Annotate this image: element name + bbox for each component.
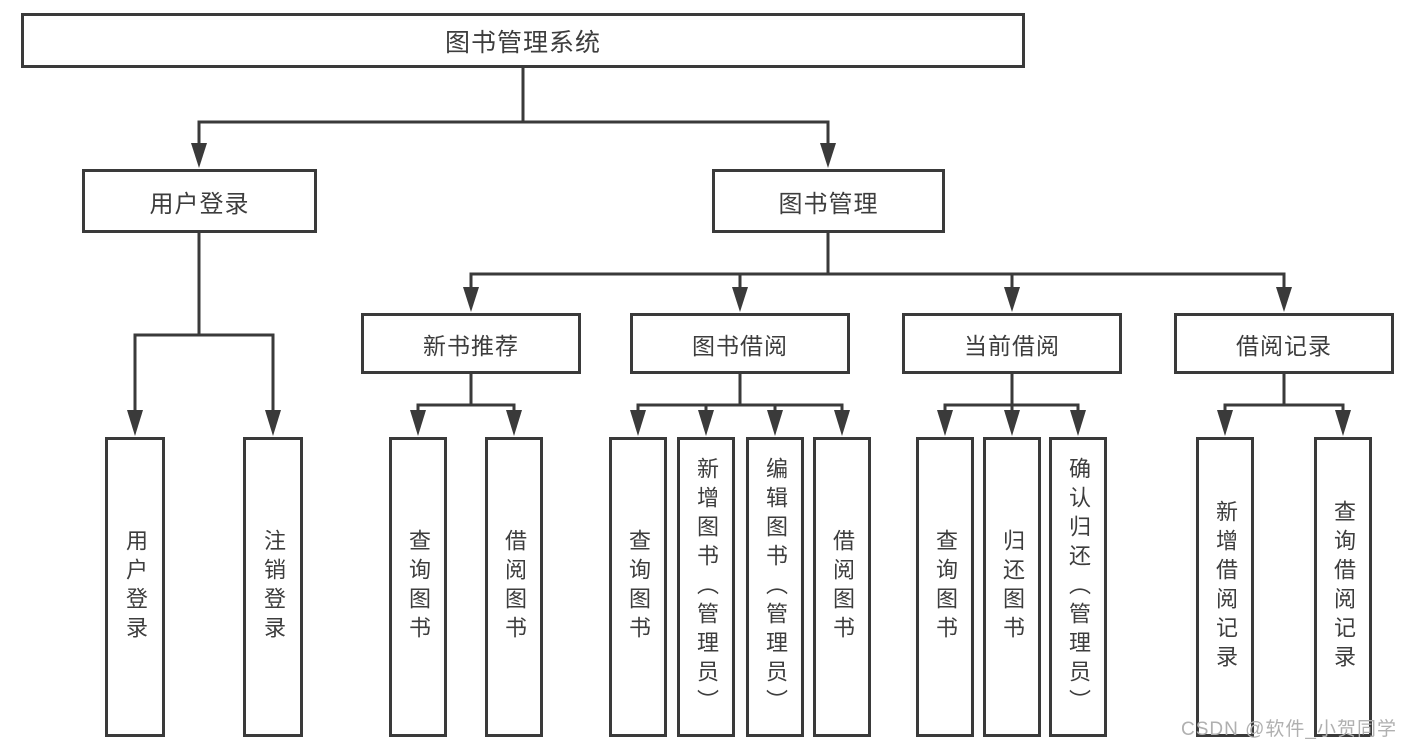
node-label: 图书管理 [778, 190, 879, 218]
node-current-borrow: 当前借阅 [902, 313, 1122, 374]
leaf-confirm-return-admin: 确认归还（管理员） [1049, 437, 1107, 737]
leaf-query-borrow-record: 查询借阅记录 [1314, 437, 1372, 737]
watermark-text: CSDN @软件_小贺同学 [1181, 719, 1397, 740]
leaf-user-login: 用户登录 [105, 437, 165, 737]
node-library-management-system: 图书管理系统 [21, 13, 1025, 68]
node-book-borrow: 图书借阅 [630, 313, 850, 374]
node-label: 查询图书 [406, 529, 431, 645]
node-label: 用户登录 [149, 190, 250, 218]
node-user-login: 用户登录 [82, 169, 317, 233]
leaf-query-books-borrow: 查询图书 [609, 437, 667, 737]
node-label: 新增图书（管理员） [694, 456, 719, 718]
csdn-watermark: CSDN @软件_小贺同学 [1181, 714, 1397, 741]
leaf-add-borrow-record: 新增借阅记录 [1196, 437, 1254, 737]
node-label: 确认归还（管理员） [1066, 456, 1091, 718]
node-label: 编辑图书（管理员） [763, 456, 788, 718]
arrowheads [127, 143, 1351, 436]
node-book-management: 图书管理 [712, 169, 945, 233]
leaf-query-books-current: 查询图书 [916, 437, 974, 737]
node-label: 注销登录 [261, 529, 286, 645]
leaf-query-books-recommend: 查询图书 [389, 437, 447, 737]
leaf-return-book: 归还图书 [983, 437, 1041, 737]
node-label: 图书管理系统 [444, 28, 601, 57]
node-label: 查询图书 [933, 529, 958, 645]
node-label: 查询借阅记录 [1331, 500, 1356, 674]
node-label: 用户登录 [123, 529, 148, 645]
leaf-borrow-books-recommend: 借阅图书 [485, 437, 543, 737]
node-borrow-records: 借阅记录 [1174, 313, 1394, 374]
node-new-book-recommend: 新书推荐 [361, 313, 581, 374]
leaf-add-book-admin: 新增图书（管理员） [677, 437, 735, 737]
leaf-edit-book-admin: 编辑图书（管理员） [746, 437, 804, 737]
node-label: 图书借阅 [692, 332, 788, 359]
node-label: 新增借阅记录 [1213, 500, 1238, 674]
leaf-logout: 注销登录 [243, 437, 303, 737]
node-label: 查询图书 [626, 529, 651, 645]
leaf-borrow-books: 借阅图书 [813, 437, 871, 737]
node-label: 借阅图书 [502, 529, 527, 645]
node-label: 新书推荐 [423, 332, 519, 359]
node-label: 借阅图书 [830, 529, 855, 645]
node-label: 借阅记录 [1236, 332, 1332, 359]
node-label: 当前借阅 [964, 332, 1060, 359]
node-label: 归还图书 [1000, 529, 1025, 645]
